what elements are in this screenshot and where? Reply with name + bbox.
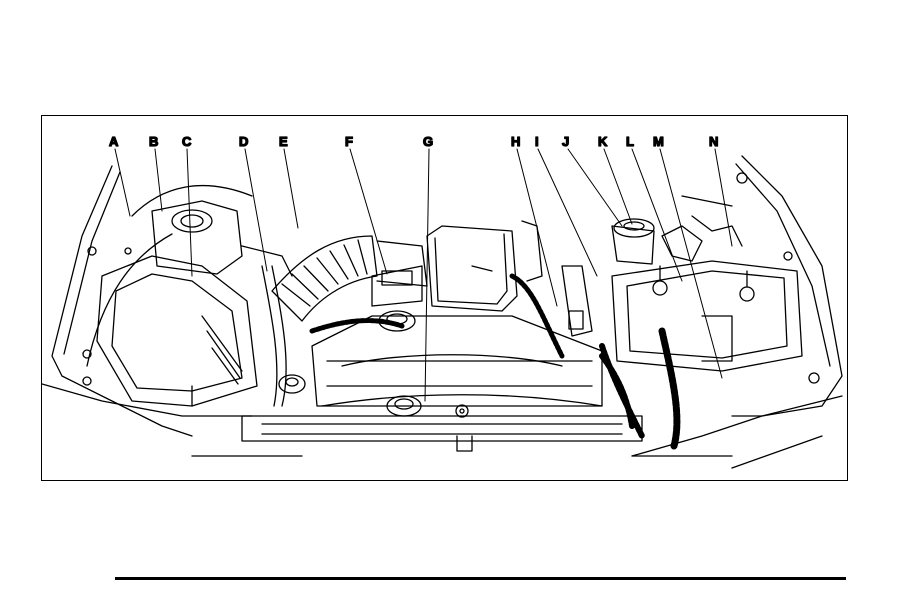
right-components bbox=[522, 196, 732, 336]
callout-label-k: K bbox=[598, 134, 608, 149]
callout-label-a: A bbox=[109, 134, 119, 149]
callout-label-l: L bbox=[626, 134, 634, 149]
fan-shroud bbox=[242, 355, 642, 451]
engine-compartment-figure: A B C D E F G H I J K L M N bbox=[41, 115, 848, 481]
callout-label-m: M bbox=[653, 134, 664, 149]
fender-outline bbox=[42, 156, 842, 468]
brake-fluid-reservoir bbox=[612, 219, 654, 264]
power-steering-cap bbox=[279, 375, 305, 393]
callout-label-f: F bbox=[345, 134, 353, 149]
callout-label-b: B bbox=[149, 134, 158, 149]
callout-label-h: H bbox=[511, 134, 520, 149]
callout-label-e: E bbox=[279, 134, 288, 149]
air-cleaner-housing bbox=[97, 256, 257, 406]
callout-label-n: N bbox=[709, 134, 718, 149]
engine-block bbox=[312, 266, 602, 406]
engine-compartment-drawing: A B C D E F G H I J K L M N bbox=[42, 116, 848, 481]
callout-label-c: C bbox=[182, 134, 192, 149]
battery-cables bbox=[602, 216, 742, 446]
air-intake-duct bbox=[272, 236, 427, 321]
callout-label-i: I bbox=[535, 134, 539, 149]
underhood-fuse-block bbox=[427, 226, 517, 311]
callout-label-j: J bbox=[562, 134, 569, 149]
wiring-harness bbox=[312, 276, 642, 436]
callout-label-g: G bbox=[423, 134, 433, 149]
footer-rule bbox=[115, 577, 846, 580]
battery bbox=[612, 261, 802, 371]
callout-label-d: D bbox=[239, 134, 248, 149]
callout-labels: A B C D E F G H I J K L M N bbox=[109, 134, 718, 149]
